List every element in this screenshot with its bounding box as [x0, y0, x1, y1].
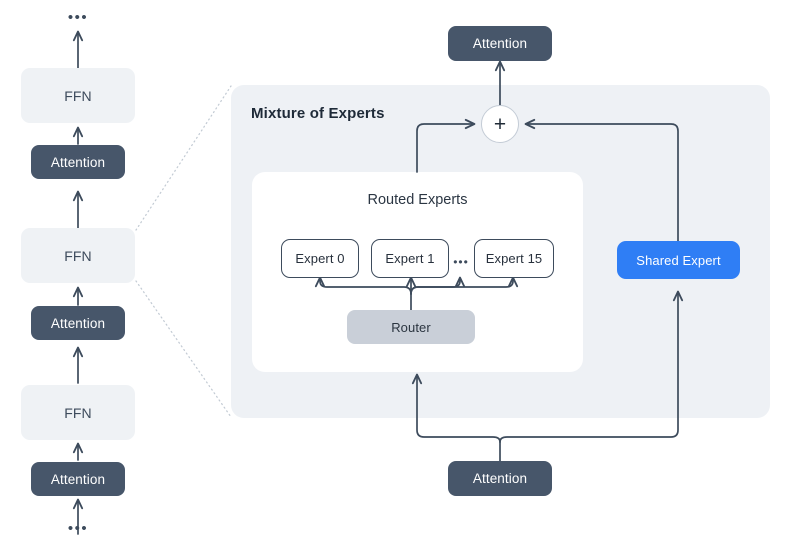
left-stack-bottom-ellipsis: ••• [67, 520, 89, 537]
ffn-block-3: FFN [21, 68, 135, 123]
mixture-of-experts-title: Mixture of Experts [251, 105, 385, 122]
routed-experts-title: Routed Experts [367, 192, 468, 208]
left-stack-top-ellipsis: ••• [67, 9, 89, 26]
ffn-block-1: FFN [21, 385, 135, 440]
expert-15: Expert 15 [474, 239, 554, 278]
expert-0: Expert 0 [281, 239, 359, 278]
attention-block-3: Attention [31, 145, 125, 179]
router-block: Router [347, 310, 475, 344]
ffn-block-2: FFN [21, 228, 135, 283]
experts-ellipsis: ••• [453, 255, 469, 269]
attention-block-1: Attention [31, 462, 125, 496]
moe-output-attention: Attention [448, 26, 552, 61]
sum-node: + [481, 105, 519, 143]
shared-expert-block: Shared Expert [617, 241, 740, 279]
attention-block-2: Attention [31, 306, 125, 340]
moe-input-attention: Attention [448, 461, 552, 496]
expert-1: Expert 1 [371, 239, 449, 278]
